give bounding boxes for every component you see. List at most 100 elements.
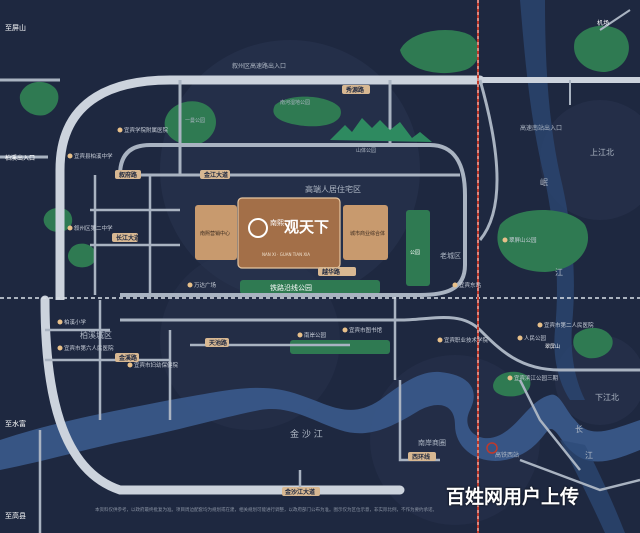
green-park-label: 公园 xyxy=(410,250,420,256)
road-tag xyxy=(342,85,370,94)
railway-park-label: 铁路沿线公园 xyxy=(270,283,312,292)
road-tag-text: 金沙江大道 xyxy=(284,488,315,496)
mountain-icon xyxy=(330,118,432,142)
min-river xyxy=(520,0,585,400)
poi-pin-icon xyxy=(437,337,443,343)
park-area xyxy=(19,81,59,116)
jinsha-river-label: 金 沙 江 xyxy=(290,428,323,440)
park-area xyxy=(497,210,589,272)
road xyxy=(518,379,581,471)
poi-label: 南岸公园 xyxy=(304,331,327,339)
nanan-label: 南岸商圈 xyxy=(418,438,446,447)
poi-pin-icon xyxy=(452,282,458,288)
park-area xyxy=(574,25,629,72)
road xyxy=(120,316,640,372)
poi-label: 人民公园 xyxy=(524,335,547,342)
park-area xyxy=(67,243,97,268)
road-tag xyxy=(200,170,230,179)
brand-logo-icon xyxy=(248,218,268,238)
radius-circle xyxy=(540,100,640,220)
jinsha-river xyxy=(0,371,640,470)
poi-pin-icon xyxy=(187,282,193,288)
inner-ring xyxy=(118,143,467,297)
park-area xyxy=(573,327,613,359)
brand-name: 南熙 xyxy=(270,218,284,227)
poi-pin-icon xyxy=(57,345,63,351)
road-tag xyxy=(112,233,138,242)
road-tag xyxy=(282,487,320,496)
road-tag-text: 西环线 xyxy=(412,453,430,461)
to-gaoxian-label: 至高县 xyxy=(5,511,26,520)
poi-pin-icon xyxy=(502,237,508,243)
project-name: 观天下 xyxy=(284,218,329,236)
poi-pin-icon xyxy=(507,375,513,381)
park-area xyxy=(164,101,216,146)
poi-label: 宜宾县柏溪中学 xyxy=(74,152,113,160)
shangjiangbei-label: 上江北 xyxy=(590,148,614,157)
to-pingshan-label: 至屏山 xyxy=(5,23,26,32)
residential-zone-label: 高端人居住宅区 xyxy=(305,184,361,194)
park-area xyxy=(493,371,531,397)
road xyxy=(478,79,499,241)
road-tag-text: 叙府路 xyxy=(118,171,138,179)
road-tag-text: 天池路 xyxy=(209,339,228,347)
poi-label: 翠屏山公园 xyxy=(509,236,537,244)
railway-park-strip xyxy=(240,280,380,294)
poi-label: 宜宾市妇幼保健院 xyxy=(134,361,179,369)
poi-label: 宜宾市第二人民医院 xyxy=(544,321,594,329)
park-area xyxy=(406,210,430,286)
shanti-park-label: 山体公园 xyxy=(356,147,376,154)
park-area xyxy=(400,30,480,74)
min-river-label-2: 江 xyxy=(555,268,563,277)
ring-road xyxy=(55,75,485,175)
road xyxy=(519,458,640,492)
poi-pin-icon xyxy=(537,322,543,328)
south-exit-label: 高速南站出入口 xyxy=(520,124,562,132)
road-tag-text: 金溪路 xyxy=(118,354,138,362)
ring-road xyxy=(40,295,405,495)
min-river-label: 岷 xyxy=(540,178,548,187)
watermark: 百姓网用户上传 xyxy=(446,486,580,508)
poi-pin-icon xyxy=(342,327,348,333)
poi-label: 宜宾市图书馆 xyxy=(349,326,383,334)
poi-pin-icon xyxy=(67,153,73,159)
road-tag xyxy=(408,452,436,461)
chang-river-label-2: 江 xyxy=(585,451,593,460)
road-tag xyxy=(115,170,141,179)
poi-label: 宜宾学院附属医院 xyxy=(124,126,169,134)
poi-label: 宜宾滨江公园三期 xyxy=(514,374,559,382)
to-shuifu-label: 至水富 xyxy=(5,419,26,428)
poi-pin-icon xyxy=(297,332,303,338)
plot-block xyxy=(343,205,388,260)
poi-label: 宜宾东站 xyxy=(459,281,482,289)
disclaimer-text: 本资料仅供参考，以政府最终批复为准。项目周边配套均为规划或在建，相关规划可能进行… xyxy=(95,508,437,513)
project-sub: NAN XI · GUAN TIAN XIA xyxy=(262,252,310,257)
old-town-label: 老城区 xyxy=(440,251,461,260)
poi-label: 宜宾市第六人民医院 xyxy=(64,344,114,352)
poi-label: 宜宾职业技术学院 xyxy=(444,336,489,344)
poi-pin-icon xyxy=(67,225,73,231)
park-area xyxy=(273,96,341,127)
road-tag-text: 越华路 xyxy=(321,268,341,276)
road-tag-text: 长江大道 xyxy=(116,234,140,242)
road-tag xyxy=(205,338,229,347)
project-highlight[interactable] xyxy=(237,197,341,269)
baixi-district-label: 柏溪城区 xyxy=(80,330,112,340)
chang-river-label: 长 xyxy=(575,424,583,434)
one-park-label: 一曼公园 xyxy=(185,117,205,124)
south-station-label: 高铁西站 xyxy=(495,451,519,459)
plot-block xyxy=(195,205,237,260)
poi-list: 宜宾县柏溪中学 叙州区第二中学 柏溪小学 宜宾市第六人民医院 宜宾学院附属医院 … xyxy=(57,126,594,382)
train-station-icon xyxy=(486,442,498,454)
poi-label: 柏溪小学 xyxy=(64,318,87,326)
xiajiangbei-label: 下江北 xyxy=(595,393,619,402)
airport-label: 机场 xyxy=(597,19,609,27)
road-tag xyxy=(115,353,139,362)
road-tag-text: 金江大道 xyxy=(203,171,228,179)
baixi-exit-label: 柏溪出入口 xyxy=(5,154,35,162)
xuzhou-exit-label: 叙州区高速路出入口 xyxy=(232,62,286,70)
commerce-label: 城市商业综合体 xyxy=(350,230,385,237)
poi-pin-icon xyxy=(57,319,63,325)
road xyxy=(599,9,631,31)
